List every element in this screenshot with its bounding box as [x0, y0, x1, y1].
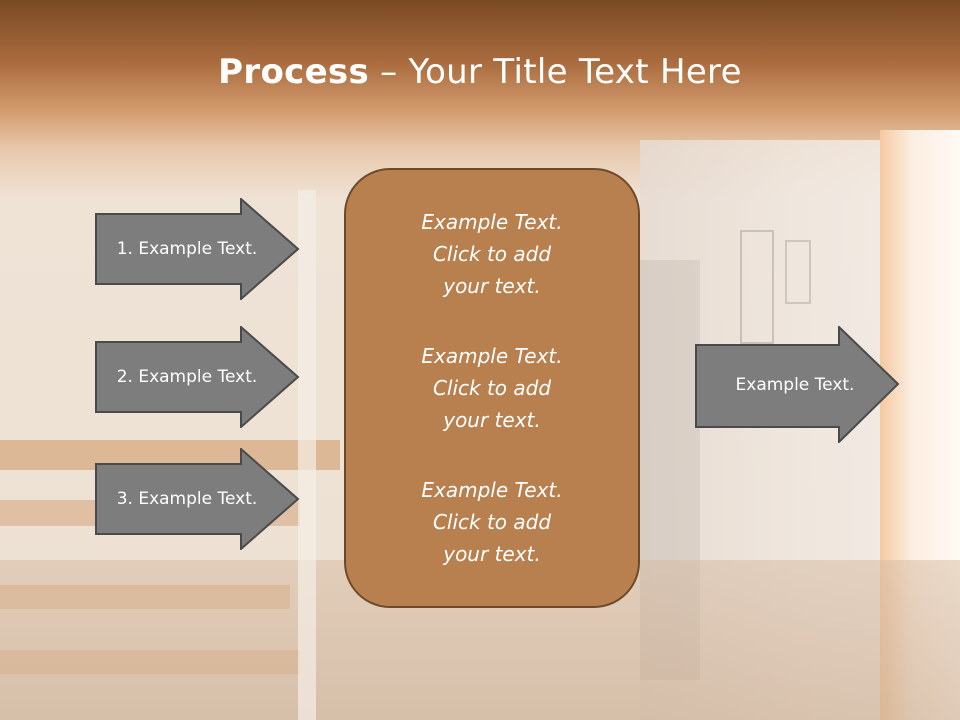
background-picture-frame [740, 230, 774, 344]
title-bold: Process [218, 52, 370, 92]
process-arrow-label: 2. Example Text. [116, 367, 258, 387]
background-stair-step [0, 650, 300, 674]
process-arrow-2[interactable]: 2. Example Text. [95, 326, 300, 428]
arrow-shape [95, 448, 300, 550]
slide-title[interactable]: Process – Your Title Text Here [218, 52, 742, 150]
process-arrow-label: 3. Example Text. [116, 489, 258, 509]
background-stair-step [0, 585, 290, 609]
center-text-block: Example Text. Click to add your text. [421, 344, 563, 432]
process-arrow-label: 1. Example Text. [116, 239, 258, 259]
center-text-box[interactable]: Example Text. Click to add your text. Ex… [344, 168, 640, 608]
arrow-shape [95, 198, 300, 300]
title-rest: – Your Title Text Here [369, 52, 742, 92]
arrow-shape [695, 326, 900, 443]
background-picture-frame [785, 240, 811, 304]
title-bar: Process – Your Title Text Here [0, 0, 960, 150]
center-text-block: Example Text. Click to add your text. [421, 210, 563, 298]
result-arrow[interactable]: Example Text. [695, 326, 900, 443]
arrow-shape [95, 326, 300, 428]
center-text-block: Example Text. Click to add your text. [421, 478, 563, 566]
background-stair-post [298, 190, 316, 720]
process-arrow-1[interactable]: 1. Example Text. [95, 198, 300, 300]
process-arrow-3[interactable]: 3. Example Text. [95, 448, 300, 550]
result-arrow-label: Example Text. [735, 374, 855, 395]
